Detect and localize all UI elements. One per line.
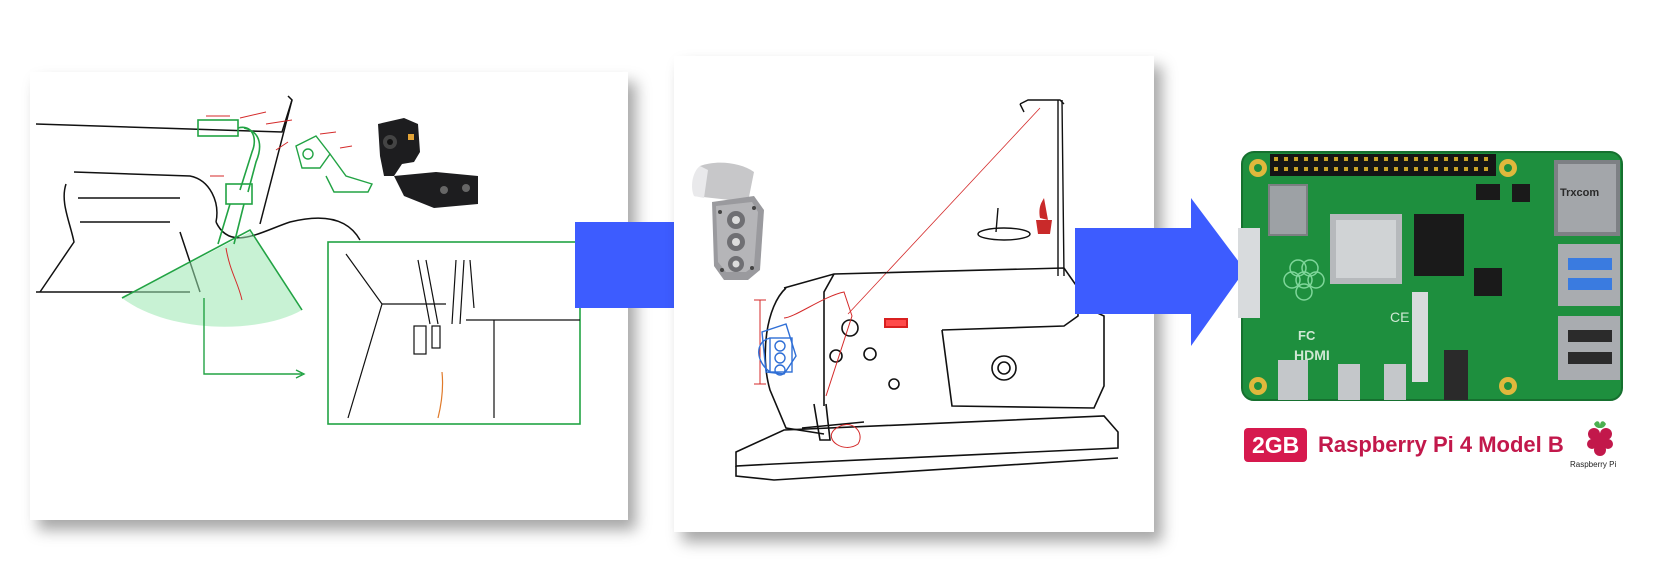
gpio-header [1270,154,1496,176]
silkscreen-hdmi: HDMI [1294,347,1330,363]
jack-brand-mark: Trxcom [1560,187,1599,199]
bracket-sketch [295,135,373,193]
flow-arrow-2 [1075,198,1245,346]
raspberry-pi-board: Trxcom FC HDMI CE [1238,151,1623,401]
logo-caption: Raspberry Pi [1570,460,1617,469]
ram-chip [1414,214,1464,276]
thread-spool [1039,198,1048,220]
audio-jack [1444,350,1468,400]
raspberry-pi-logo-icon [1587,421,1613,456]
servo-outline-sketch [758,323,797,376]
silkscreen-fc: FC [1298,328,1316,343]
silkscreen-ce: CE [1390,309,1409,325]
camera-connector [1412,292,1428,382]
thread-stand [977,99,1065,277]
camera-placement-sketch [35,95,581,425]
servo-motor-icon [692,162,764,280]
usb3-port [1558,244,1620,306]
usb2-port [1558,316,1620,380]
camera-module-icon [378,118,478,208]
micro-hdmi-0 [1338,364,1360,400]
dimension-annotations [206,111,353,301]
mount-annotations [754,291,861,448]
detail-zoom-box [203,241,581,425]
camera-arm-sketch [121,119,303,311]
board-raspberry-logo-icon [1283,259,1325,301]
servo-mount-sketch-panel [674,56,1154,532]
model-name: Raspberry Pi 4 Model B [1318,432,1564,457]
sewing-machine-body [735,267,1119,481]
raspberry-pi-caption: 2GB Raspberry Pi 4 Model B Raspberry Pi [1244,421,1664,474]
usb-c-port [1278,360,1308,400]
servo-mount-sketch [692,99,1119,481]
field-of-view-cone [122,232,302,327]
camera-placement-sketch-panel [30,72,628,520]
micro-hdmi-1 [1384,364,1406,400]
memory-badge: 2GB [1244,428,1308,462]
display-connector [1238,228,1260,318]
